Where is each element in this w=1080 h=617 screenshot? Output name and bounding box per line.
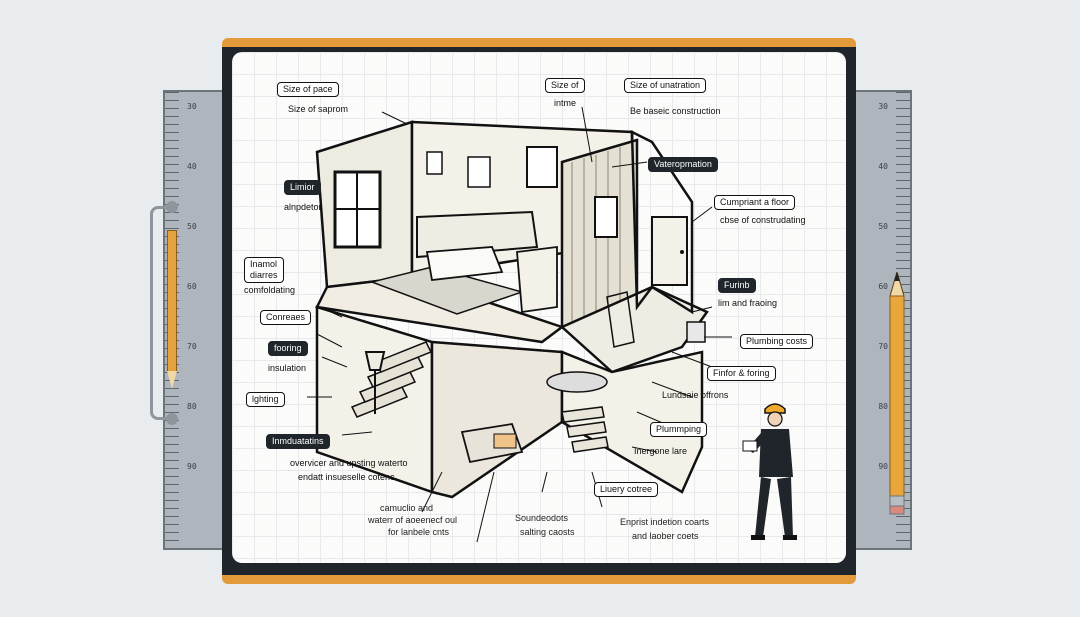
ruler-number: 50	[878, 222, 888, 231]
ruler-number: 30	[187, 102, 197, 111]
label-overvier-and-upstting: overvicer and upsting waterto	[290, 458, 408, 468]
label-size-of: Size of	[545, 78, 585, 93]
label-water-of-aoccneof: waterr of aoeenecf oul	[368, 515, 458, 525]
ruler-handle	[150, 201, 178, 425]
ruler-number: 60	[187, 282, 197, 291]
label-insulation: insulation	[268, 363, 307, 373]
blueprint-sheet: Size of pace Size of saprom Size of intm…	[232, 52, 846, 563]
label-and-laober: and laober coets	[632, 531, 699, 541]
label-lighting: lghting	[246, 392, 285, 407]
label-energone-larre: Inergone lare	[634, 446, 688, 456]
label-finfor-foring: Finfor & foring	[707, 366, 776, 381]
label-cumpriant-floor: Cumpriant a floor	[714, 195, 796, 210]
ruler-number: 30	[878, 102, 888, 111]
label-plumbing-costs: Plumbing costs	[740, 334, 814, 349]
ruler-number: 40	[187, 162, 197, 171]
ruler-left: 30 40 50 60 70 80 90	[163, 90, 227, 550]
label-furinb: Furinb	[718, 278, 756, 293]
board-bottom-edge	[222, 575, 856, 584]
label-intime: intme	[554, 98, 577, 108]
label-be-basic-construction: Be baseic construction	[630, 106, 721, 116]
label-alnpdetor: alnpdetor	[284, 202, 322, 212]
label-camucllo: camuclio and	[380, 503, 434, 513]
pencil-icon	[889, 272, 905, 515]
label-limior: Limior	[284, 180, 321, 195]
ruler-number: 50	[187, 222, 197, 231]
label-for-lanbelc: for lanbele cnts	[388, 527, 450, 537]
ruler-number: 90	[878, 462, 888, 471]
worker-figure-icon	[742, 403, 797, 540]
ruler-number: 80	[878, 402, 888, 411]
label-salting-costs: salting caosts	[520, 527, 575, 537]
label-contraes: Conreaes	[260, 310, 312, 325]
label-internal-diarres: Inamol diarres	[244, 257, 284, 283]
ruler-number: 80	[187, 402, 197, 411]
label-plumming: Plummping	[650, 422, 708, 437]
label-libery-cotree: Liuery cotree	[594, 482, 659, 497]
label-size-of-saprom: Size of saprom	[288, 104, 349, 114]
ruler-number: 70	[187, 342, 197, 351]
label-size-of-pace: Size of pace	[277, 82, 339, 97]
drawing-board: Size of pace Size of saprom Size of intm…	[222, 38, 856, 584]
label-endant-insurelle: endatt insueselle cotenc	[298, 472, 395, 482]
ruler-number: 70	[878, 342, 888, 351]
label-size-of-unatration: Size of unatration	[624, 78, 707, 93]
label-enprist: Enprist indetion coarts	[620, 517, 710, 527]
label-lim-and-flooing: lim and fraoing	[718, 298, 778, 308]
window-illustration	[333, 170, 382, 249]
ruler-number: 90	[187, 462, 197, 471]
label-landscape-offrons: Lundsaie offrons	[662, 390, 729, 400]
label-inductains: Inmduatatins	[266, 434, 330, 449]
label-vateropmation: Vateropmation	[648, 157, 718, 172]
ruler-number: 60	[878, 282, 888, 291]
label-fooring: fooring	[268, 341, 308, 356]
pencil-icon	[167, 230, 177, 389]
ruler-number: 40	[878, 162, 888, 171]
label-comfoldating: comfoldating	[244, 285, 296, 295]
label-cost-of-constructing: cbse of construdating	[720, 215, 806, 225]
house-cutaway-illustration	[307, 106, 732, 543]
board-top-edge	[222, 38, 856, 47]
label-sounddoots: Soundeodots	[515, 513, 569, 523]
